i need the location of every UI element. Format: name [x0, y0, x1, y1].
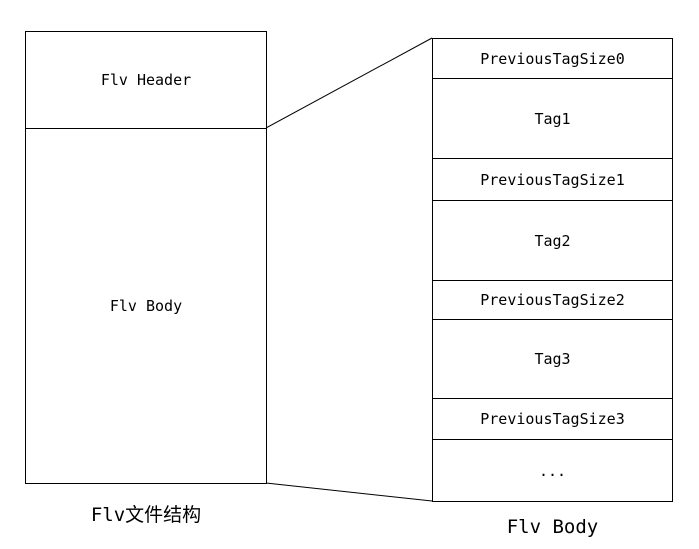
previous-tag-size-row: PreviousTagSize3 [432, 398, 673, 440]
row-label: Tag1 [534, 109, 571, 128]
previous-tag-size-row: PreviousTagSize1 [432, 158, 673, 201]
tag-row: Tag3 [432, 319, 673, 399]
ellipsis-row: ... [432, 439, 673, 502]
connector-top-line [265, 37, 433, 129]
previous-tag-size-row: PreviousTagSize0 [432, 38, 673, 79]
flv-body-label: Flv Body [109, 297, 183, 315]
row-label: PreviousTagSize1 [480, 170, 625, 189]
tag-row: Tag2 [432, 200, 673, 281]
tag-row: Tag1 [432, 78, 673, 159]
connector-bottom-line [265, 482, 433, 502]
row-label: PreviousTagSize2 [480, 291, 625, 309]
row-label: Tag2 [534, 231, 571, 250]
previous-tag-size-row: PreviousTagSize2 [432, 280, 673, 320]
flv-header-block: Flv Header [25, 31, 267, 129]
flv-header-label: Flv Header [100, 71, 192, 89]
row-label: ... [538, 461, 567, 480]
body-detail-caption: Flv Body [506, 516, 599, 538]
flv-body-block: Flv Body [25, 128, 267, 484]
row-label: PreviousTagSize0 [480, 49, 625, 68]
file-structure-caption: Flv文件结构 [90, 504, 202, 526]
row-label: Tag3 [534, 350, 571, 368]
row-label: PreviousTagSize3 [480, 410, 625, 428]
